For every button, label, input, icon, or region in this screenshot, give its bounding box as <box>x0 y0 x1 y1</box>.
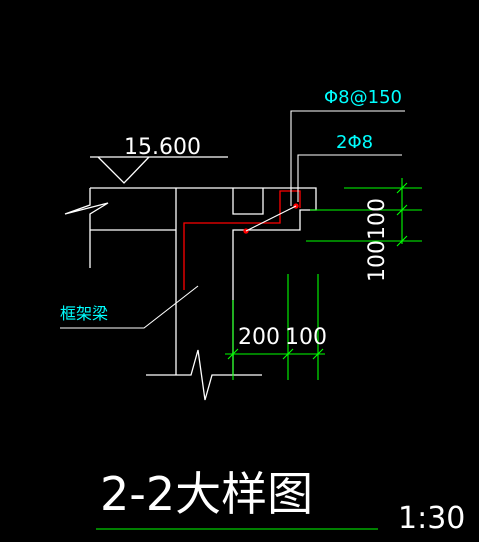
structure-outline <box>64 156 317 401</box>
drawing-scale: 1:30 <box>398 501 465 536</box>
slab-outline <box>90 187 317 296</box>
dim-h-100: 100 <box>285 325 327 350</box>
dim-v-ticks <box>396 182 408 247</box>
rebar <box>183 190 301 290</box>
stirrup-leader <box>290 110 405 206</box>
longbar-spec-text: 2Φ8 <box>336 132 373 153</box>
rebar-main <box>183 190 301 290</box>
beam-leader <box>60 285 199 329</box>
longbar-leader <box>297 154 402 202</box>
slab-break-line <box>64 188 109 268</box>
beam-label-text: 框架梁 <box>60 304 108 323</box>
stirrup-spec-text: Φ8@150 <box>324 87 402 108</box>
dim-h-ticks <box>227 348 324 360</box>
drawing-title: 2-2大样图 <box>100 467 313 521</box>
dim-h-ext <box>232 274 319 380</box>
leaders <box>60 110 405 329</box>
dim-h-200: 200 <box>238 325 280 350</box>
dim-v-100-bottom: 100 <box>365 240 390 282</box>
beam-outline <box>146 188 262 401</box>
dim-v-ext <box>306 187 422 242</box>
elevation-text: 15.600 <box>124 135 201 160</box>
dimensions <box>96 178 422 530</box>
rebar-diag <box>245 205 297 232</box>
elevation-symbol <box>90 156 228 184</box>
dim-v-100-top: 100 <box>365 198 390 240</box>
